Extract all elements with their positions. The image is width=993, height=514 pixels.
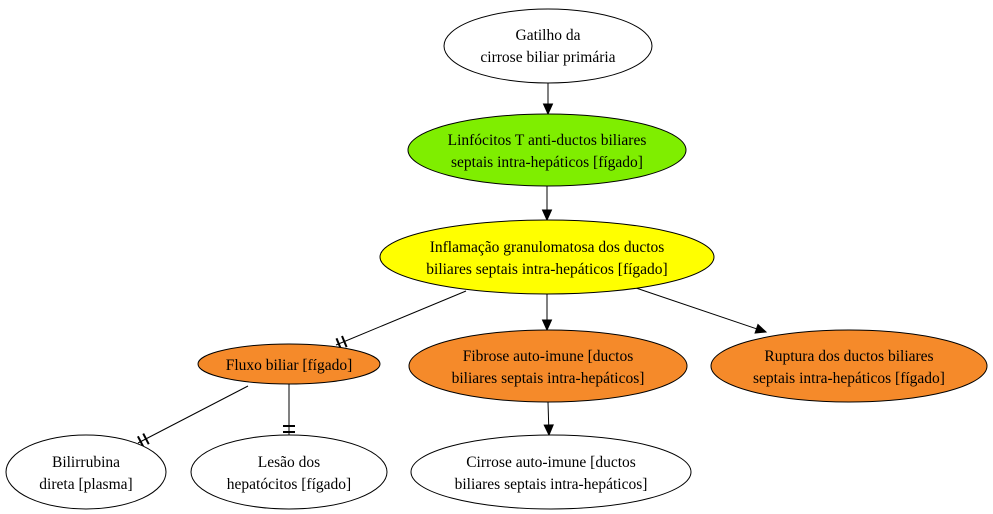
node-lymphocytes-line-2: septais intra-hepáticos [fígado] bbox=[451, 154, 643, 171]
node-hepatocyte-injury: Lesão dos hepatócitos [fígado] bbox=[190, 434, 388, 510]
inhibit-bar bbox=[341, 335, 348, 348]
node-lymphocytes-line-1: Linfócitos T anti-ductos biliares bbox=[448, 132, 647, 149]
arrowhead bbox=[543, 424, 554, 437]
arrowhead bbox=[542, 103, 554, 116]
node-hepatocyte-injury-line-2: hepatócitos [fígado] bbox=[227, 476, 351, 493]
node-bile-flow-line-1: Fluxo biliar [fígado] bbox=[226, 357, 353, 374]
edge-inflammation-to-fibrosis bbox=[541, 294, 553, 332]
edge-line bbox=[137, 385, 249, 444]
edge-trigger-to-lymphocytes bbox=[542, 83, 554, 116]
node-fibrosis-line-1: Fibrose auto-imune [ductos bbox=[463, 348, 633, 365]
node-rupture-line-2: septais intra-hepáticos [fígado] bbox=[753, 370, 945, 387]
edge-inflammation-to-bile_flow bbox=[335, 290, 467, 350]
arrowhead bbox=[541, 319, 553, 332]
node-trigger: Gatilho da cirrose biliar primária bbox=[443, 8, 653, 84]
edge-fibrosis-to-cirrhosis bbox=[543, 401, 554, 437]
edge-lymphocytes-to-inflammation bbox=[541, 186, 553, 222]
node-trigger-line-2: cirrose biliar primária bbox=[480, 49, 615, 66]
edge-line bbox=[335, 290, 467, 346]
inhibit-bar bbox=[137, 435, 145, 448]
node-bilirubin-line-1: Bilirrubina bbox=[52, 454, 120, 471]
edge-bile_flow-to-hepatocyte_injury bbox=[283, 384, 295, 435]
node-inflammation: Inflamação granulomatosa dos ductos bili… bbox=[379, 219, 715, 295]
arrowhead bbox=[541, 209, 553, 222]
edge-inflammation-to-rupture bbox=[635, 287, 768, 334]
node-cirrhosis: Cirrose auto-imune [ductos biliares sept… bbox=[410, 434, 692, 510]
node-trigger-line-1: Gatilho da bbox=[516, 27, 581, 44]
node-cirrhosis-line-1: Cirrose auto-imune [ductos bbox=[466, 454, 636, 471]
node-hepatocyte-injury-line-1: Lesão dos bbox=[258, 454, 320, 471]
edge-line bbox=[547, 401, 550, 426]
inhibit-bar bbox=[142, 433, 150, 445]
node-cirrhosis-line-2: biliares septais intra-hepáticos] bbox=[455, 476, 648, 493]
node-rupture: Ruptura dos ductos biliares septais intr… bbox=[710, 329, 988, 403]
edge-bile_flow-to-bilirubin bbox=[137, 385, 249, 448]
edges-layer bbox=[137, 83, 768, 448]
node-fibrosis-line-2: biliares septais intra-hepáticos] bbox=[452, 370, 645, 387]
arrowhead bbox=[754, 323, 768, 334]
node-inflammation-line-2: biliares septais intra-hepáticos [fígado… bbox=[426, 261, 667, 278]
node-lymphocytes: Linfócitos T anti-ductos biliares septai… bbox=[407, 113, 687, 187]
node-inflammation-line-1: Inflamação granulomatosa dos ductos bbox=[430, 239, 665, 256]
node-bile-flow: Fluxo biliar [fígado] bbox=[197, 343, 381, 385]
node-fibrosis: Fibrose auto-imune [ductos biliares sept… bbox=[408, 329, 688, 403]
node-rupture-line-1: Ruptura dos ductos biliares bbox=[764, 348, 933, 365]
node-bilirubin-line-2: direta [plasma] bbox=[39, 476, 132, 493]
node-bilirubin: Bilirrubina direta [plasma] bbox=[5, 434, 167, 510]
edge-line bbox=[635, 287, 757, 330]
